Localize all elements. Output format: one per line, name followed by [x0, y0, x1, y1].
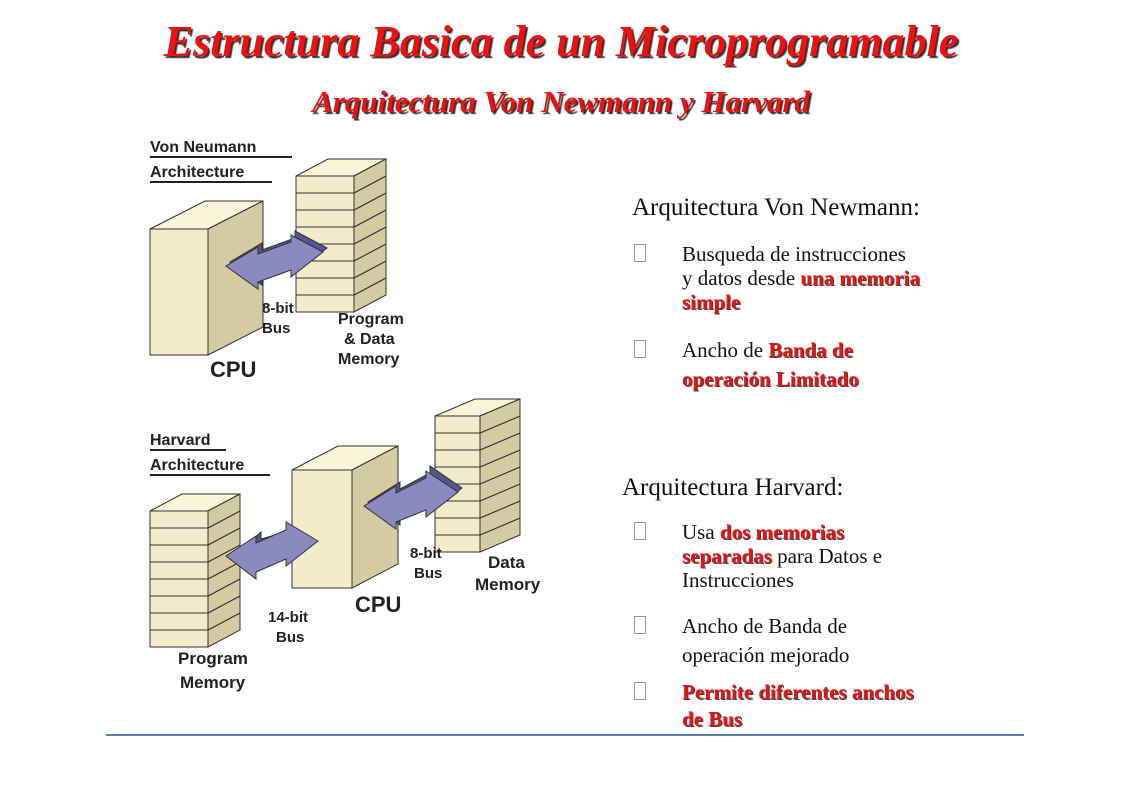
von-neumann-cpu-block [149, 200, 264, 356]
von-neumann-memory-label-line1: Program [338, 311, 404, 328]
harvard-point-2-line2: operación mejorado [682, 643, 850, 667]
harvard-point-1-text-b: para Datos e [771, 544, 883, 568]
von-newmann-point-2-highlight-b: operación Limitado [682, 367, 859, 391]
von-newmann-point-2-highlight-a: Banda de [768, 338, 853, 362]
von-neumann-cpu-label: CPU [210, 357, 256, 382]
bullet-icon [634, 340, 646, 358]
harvard-cpu-block [291, 445, 399, 589]
von-neumann-heading-line2: Architecture [150, 164, 244, 181]
harvard-data-bus-label-line2: Bus [414, 565, 442, 582]
von-newmann-point-2: Ancho de Banda de operación Limitado [634, 338, 1022, 391]
harvard-point-1-text-a: Usa [682, 520, 720, 544]
bullet-icon [634, 522, 646, 540]
von-neumann-bus-label-line2: Bus [262, 320, 290, 337]
von-neumann-memory-label-line2: & Data [344, 331, 395, 348]
bullet-icon [634, 682, 646, 700]
von-newmann-point-2-line1: Ancho de Banda de [682, 338, 1022, 362]
harvard-point-3-line1: Permite diferentes anchos [682, 680, 914, 704]
harvard-data-memory-label-line1: Data [488, 553, 525, 572]
slide-title: Estructura Basica de un Microprogramable [163, 17, 959, 66]
footer-divider [106, 734, 1024, 736]
von-newmann-point-1-text: y datos desde [682, 266, 801, 290]
harvard-point-1-highlight-b: separadas [682, 544, 772, 568]
harvard-point-1-line2: separadas para Datos e [682, 544, 1022, 568]
slide-subtitle: Arquitectura Von Newmann y Harvard [312, 84, 810, 119]
bullet-icon [634, 616, 646, 634]
von-neumann-bus-arrow [225, 230, 328, 290]
harvard-heading-line1: Harvard [150, 432, 210, 449]
harvard-program-memory-stack [149, 493, 241, 648]
von-neumann-bus-label-line1: 8-bit [262, 300, 294, 317]
harvard-heading-line2: Architecture [150, 457, 244, 474]
harvard-point-3-line2: de Bus [682, 707, 743, 731]
harvard-data-memory-label-line2: Memory [475, 575, 541, 594]
harvard-program-bus-label-line1: 14-bit [268, 609, 308, 626]
harvard-cpu-label: CPU [355, 592, 401, 617]
harvard-point-2: Ancho de Banda de operación mejorado [634, 614, 1022, 667]
harvard-data-memory-stack [434, 398, 521, 553]
von-newmann-point-1-highlight-b: simple [682, 290, 741, 314]
von-newmann-point-2-text: Ancho de [682, 338, 769, 362]
harvard-point-2-line1: Ancho de Banda de [682, 614, 848, 638]
harvard-program-bus-label-line2: Bus [276, 629, 304, 646]
von-newmann-point-1: Busqueda de instrucciones y datos desde … [634, 242, 1022, 314]
harvard-section-heading: Arquitectura Harvard: [622, 474, 844, 501]
von-neumann-memory-label-line3: Memory [338, 351, 399, 368]
harvard-data-bus-arrow [363, 465, 463, 530]
harvard-point-1-line3: Instrucciones [682, 568, 794, 592]
von-neumann-memory-stack [295, 158, 387, 313]
von-neumann-heading-line1: Von Neumann [150, 139, 256, 156]
bullet-icon [634, 244, 646, 262]
harvard-program-bus-arrow [225, 521, 319, 581]
harvard-point-1-line1: Usa dos memorias [682, 520, 1022, 544]
harvard-data-bus-label-line1: 8-bit [410, 545, 442, 562]
harvard-program-memory-label-line2: Memory [180, 673, 246, 692]
von-newmann-heading: Arquitectura Von Newmann: [632, 194, 920, 221]
harvard-point-1-highlight-a: dos memorias [719, 520, 845, 544]
von-newmann-point-1-line1: Busqueda de instrucciones [682, 242, 906, 266]
harvard-program-memory-label-line1: Program [178, 649, 248, 668]
von-newmann-point-1-highlight-a: una memoria [800, 266, 920, 290]
harvard-point-3: Permite diferentes anchos de Bus [634, 680, 1022, 731]
harvard-point-1: Usa dos memorias separadas para Datos e … [634, 520, 1022, 592]
von-newmann-point-1-line2: y datos desde una memoria [682, 266, 1022, 290]
